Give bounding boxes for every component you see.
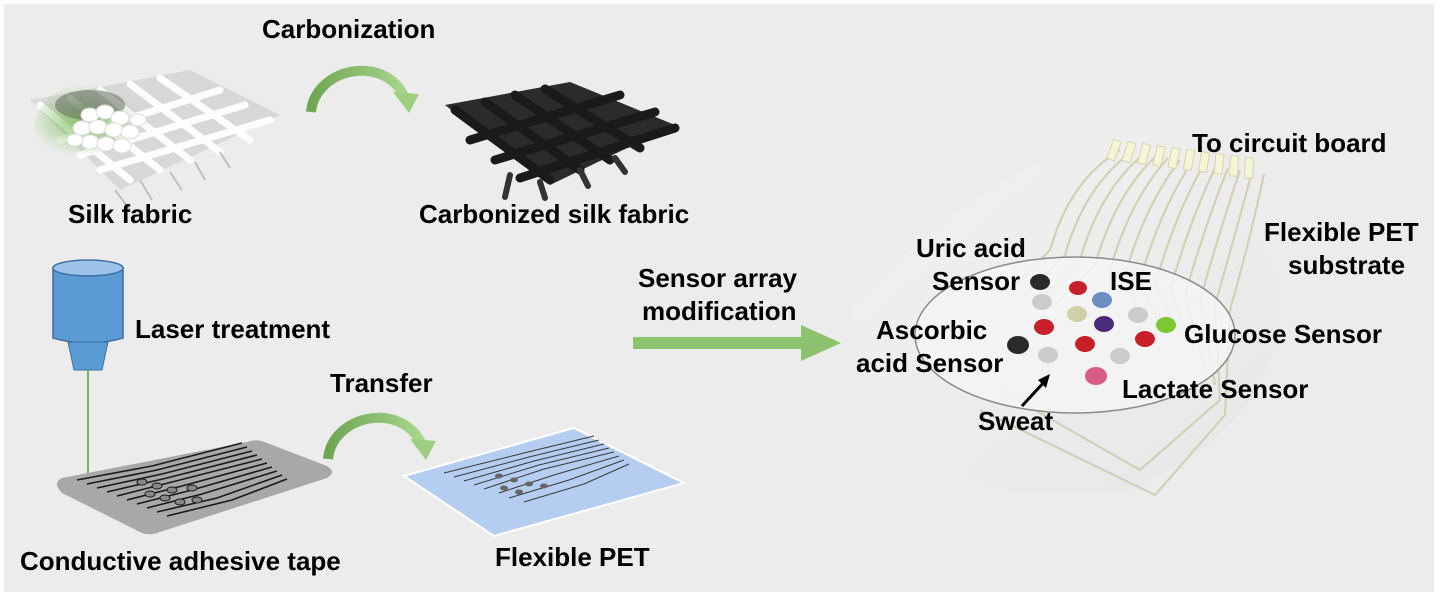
sensor-array-straight-arrow-icon: [633, 325, 841, 361]
flexible-pet-illustration: [401, 426, 687, 538]
label-flexible-pet: Flexible PET: [495, 542, 650, 572]
label-sensor-array-line1: Sensor array: [638, 263, 797, 293]
label-flexible-pet-substrate-line1: Flexible PET: [1264, 217, 1419, 247]
transfer-curved-arrow-icon: [323, 412, 436, 460]
label-sensor-array-line2: modification: [642, 296, 797, 326]
flexible-sensor-patch-illustration: [850, 130, 1278, 497]
carbonized-silk-fabric-illustration: [445, 82, 680, 201]
label-laser-treatment: Laser treatment: [135, 314, 331, 344]
label-flexible-pet-substrate-line2: substrate: [1288, 250, 1406, 280]
label-silk-fabric: Silk fabric: [68, 199, 193, 229]
label-ascorbic-line2: acid Sensor: [856, 348, 1004, 378]
electrode-dots: [1007, 274, 1176, 385]
laser-head-icon: [52, 259, 124, 490]
label-carbonization: Carbonization: [262, 14, 436, 44]
label-carbonized-silk-fabric: Carbonized silk fabric: [419, 199, 690, 229]
label-ise: ISE: [1110, 266, 1152, 296]
label-conductive-adhesive-tape: Conductive adhesive tape: [20, 546, 341, 576]
carbonization-curved-arrow-icon: [306, 65, 419, 113]
label-to-circuit-board: To circuit board: [1192, 128, 1387, 158]
label-uric-acid-line1: Uric acid: [916, 233, 1026, 263]
silk-fabric-illustration: [30, 70, 280, 211]
conductive-adhesive-tape-illustration: [57, 440, 332, 535]
sweat-pointer-arrow-icon: [1020, 374, 1050, 408]
label-sweat: Sweat: [978, 406, 1054, 436]
label-lactate-sensor: Lactate Sensor: [1122, 374, 1309, 404]
label-glucose-sensor: Glucose Sensor: [1184, 319, 1382, 349]
label-uric-acid-line2: Sensor: [932, 266, 1021, 296]
label-ascorbic-line1: Ascorbic: [876, 315, 988, 345]
sensor-electrode-array: [1007, 274, 1176, 385]
label-transfer: Transfer: [330, 368, 433, 398]
